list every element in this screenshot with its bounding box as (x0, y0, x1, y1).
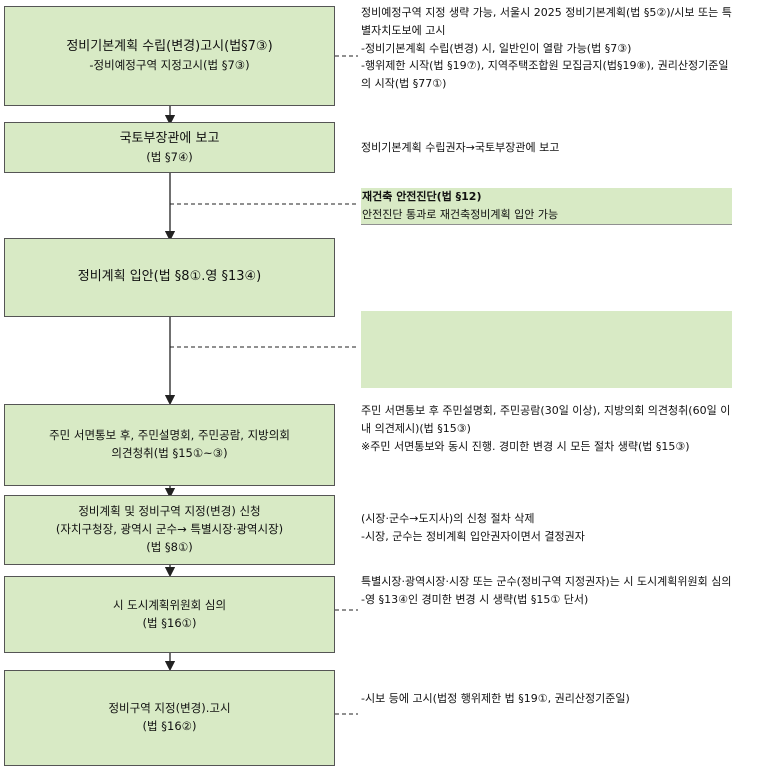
step-plan-draft: 정비계획 입안(법 §8①.영 §13④) (4, 238, 335, 317)
step-committee-review: 시 도시계획위원회 심의 (법 §16①) (4, 576, 335, 653)
step-designation-notice: 정비구역 지정(변경).고시 (법 §16②) (4, 670, 335, 766)
note-basic-plan: 정비예정구역 지정 생략 가능, 서울시 2025 정비기본계획(법 §5②)/… (361, 6, 732, 91)
note-safety-body: 안전진단 통과로 재건축정비계획 입안 가능 (362, 208, 559, 221)
step-resident-notice: 주민 서면통보 후, 주민설명회, 주민공람, 지방의회 의견청취(법 §15①… (4, 404, 335, 486)
step-designation-request: 정비계획 및 정비구역 지정(변경) 신청 (자치구청장, 광역시 군수→ 특별… (4, 495, 335, 565)
step-basic-plan: 정비기본계획 수립(변경)고시(법§7③) -정비예정구역 지정고시(법 §7③… (4, 6, 335, 106)
note-designation-request: (시장·군수→도지사)의 신청 절차 삭제 -시장, 군수는 정비계획 입안권자… (361, 512, 585, 543)
empty-note-box (361, 311, 732, 388)
note-committee-review: 특별시장·광역시장·시장 또는 군수(정비구역 지정권자)는 시 도시계획위원회… (361, 575, 732, 606)
note-safety-box (361, 188, 732, 224)
note-designation-notice: -시보 등에 고시(법정 행위제한 법 §19①, 권리산정기준일) (361, 692, 630, 705)
step-report-minister: 국토부장관에 보고 (법 §7④) (4, 122, 335, 173)
note-resident-notice: 주민 서면통보 후 주민설명회, 주민공람(30일 이상), 지방의회 의견청취… (361, 404, 731, 453)
note-safety-title: 재건축 안전진단(법 §12) (362, 190, 482, 203)
note-report-minister: 정비기본계획 수립권자→국토부장관에 보고 (361, 141, 560, 154)
